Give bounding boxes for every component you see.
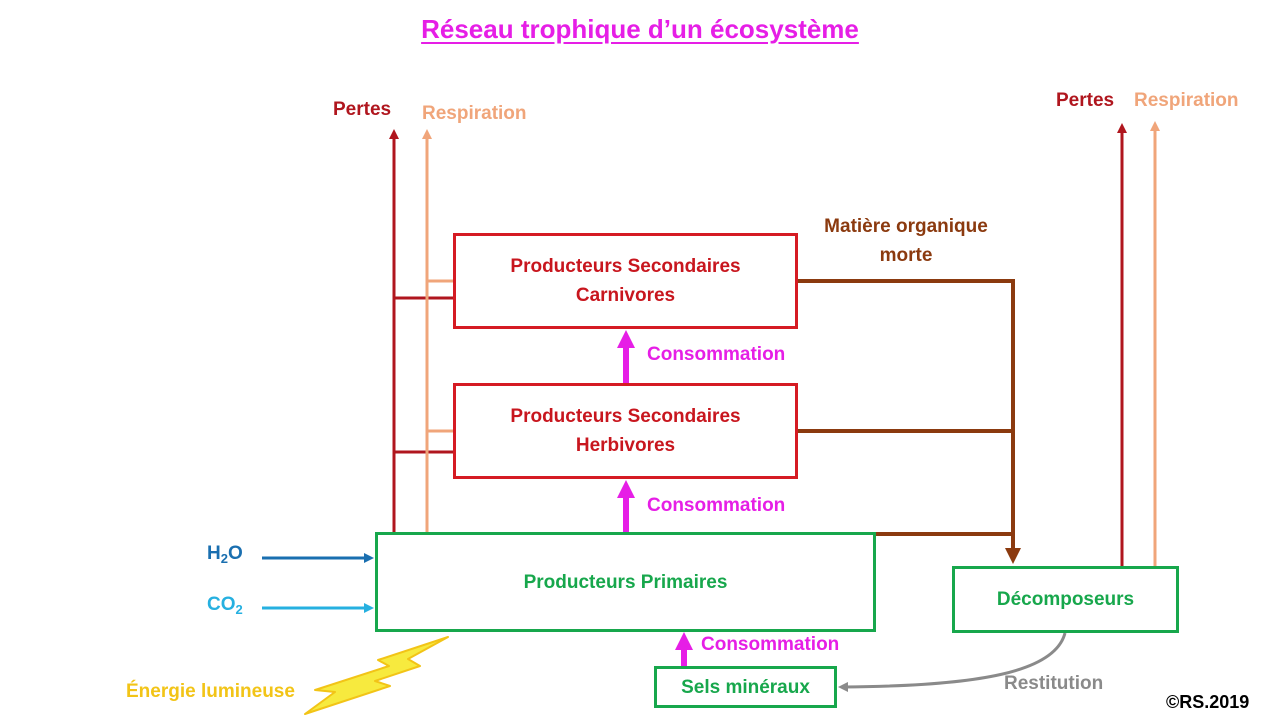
h2o-label: H2O: [207, 543, 243, 566]
consommation-label-3: Consommation: [701, 634, 840, 655]
box-herbivores-line1: Producteurs Secondaires: [510, 406, 741, 427]
h2o-label-main: H: [207, 543, 221, 564]
box-carnivores: Producteurs Secondaires Carnivores: [453, 233, 798, 329]
box-sels-mineraux-label: Sels minéraux: [681, 676, 810, 698]
consommation-label-2: Consommation: [647, 495, 786, 516]
diagram-title: Réseau trophique d’un écosystème: [0, 14, 1280, 45]
box-producteurs-primaires-label: Producteurs Primaires: [523, 571, 728, 593]
copyright-label: ©RS.2019: [1166, 692, 1250, 712]
box-decomposeurs: Décomposeurs: [952, 566, 1179, 633]
h2o-label-end: O: [227, 543, 243, 564]
co2-label-sub: 2: [235, 602, 243, 617]
box-herbivores: Producteurs Secondaires Herbivores: [453, 383, 798, 479]
box-sels-mineraux: Sels minéraux: [654, 666, 837, 708]
box-producteurs-primaires: Producteurs Primaires: [375, 532, 876, 632]
energie-lumineuse-label: Énergie lumineuse: [126, 681, 295, 702]
h2o-label-sub: 2: [220, 551, 228, 566]
box-decomposeurs-label: Décomposeurs: [996, 589, 1135, 610]
box-herbivores-line2: Herbivores: [575, 435, 676, 456]
box-carnivores-line1: Producteurs Secondaires: [510, 256, 741, 277]
matiere-organique-lines: [797, 279, 1021, 564]
consommation-label-1: Consommation: [647, 344, 786, 365]
pertes-right-label: Pertes: [1056, 90, 1115, 111]
box-carnivores-line2: Carnivores: [575, 285, 676, 306]
matiere-organique-line1: Matière organique: [824, 216, 988, 237]
respiration-right-label: Respiration: [1134, 90, 1239, 111]
lightning-bolt-icon: [304, 636, 449, 715]
diagram-title-text: Réseau trophique d’un écosystème: [421, 14, 859, 44]
matiere-organique-label: Matière organique morte: [806, 212, 1006, 270]
co2-label-main: CO: [207, 594, 236, 615]
respiration-left-lines: [422, 129, 454, 534]
pertes-left-lines: [389, 129, 454, 534]
respiration-left-label: Respiration: [422, 103, 527, 124]
matiere-organique-line2: morte: [879, 245, 933, 266]
co2-label: CO2: [207, 594, 243, 617]
restitution-label: Restitution: [1004, 673, 1104, 694]
restitution-arrow: [838, 632, 1067, 692]
pertes-left-label: Pertes: [333, 99, 392, 120]
